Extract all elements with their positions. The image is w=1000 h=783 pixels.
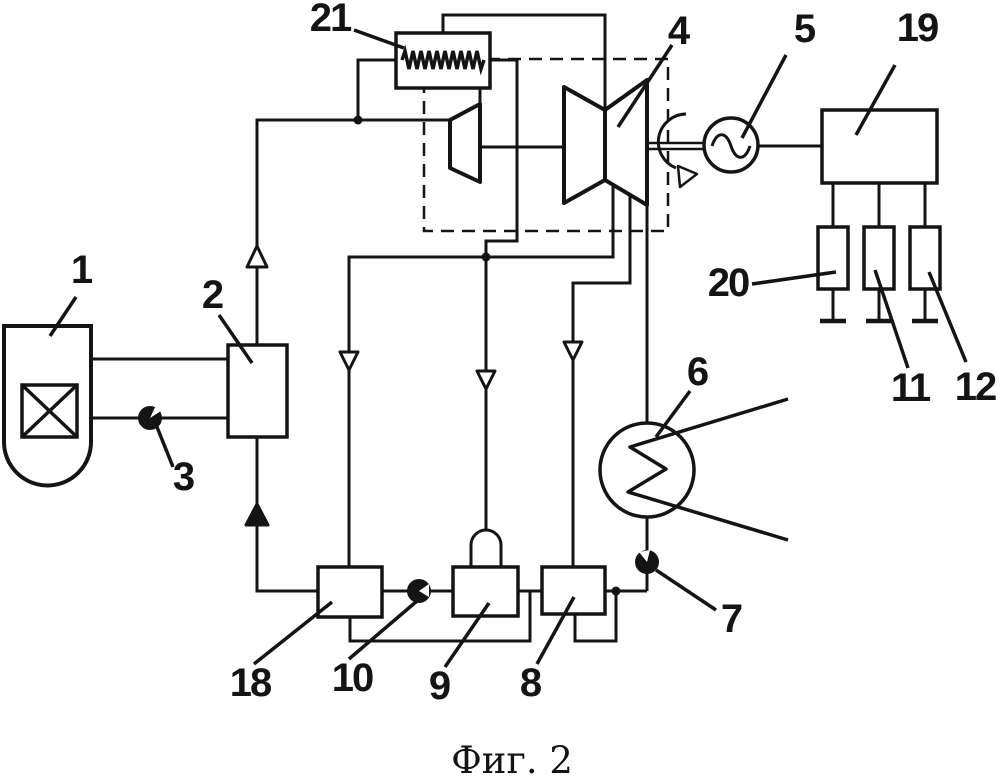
pipe-bypass-loop-2 (573, 591, 618, 643)
flow-arrows (244, 244, 584, 527)
leader-5 (740, 54, 788, 139)
arrow-down-hollow-left (338, 350, 360, 372)
label-20: 20 (708, 261, 749, 305)
arrow-up-solid-feed (244, 502, 270, 527)
label-10: 10 (332, 656, 373, 700)
dome-on-box-9 (469, 528, 503, 567)
junction-dot-feed-line (611, 586, 621, 596)
steam-generator-box (226, 343, 289, 439)
lp-turbine-right (603, 78, 649, 207)
leader-20 (751, 270, 837, 286)
leader-19 (854, 64, 897, 136)
pipe-right-extraction (571, 194, 632, 567)
valves (138, 405, 659, 603)
label-4: 4 (668, 9, 691, 53)
label-18: 18 (230, 661, 272, 705)
label-3: 3 (173, 455, 194, 499)
heat-exchanger-circle (598, 421, 696, 519)
label-19: 19 (897, 6, 938, 50)
lp-turbine-left (562, 85, 607, 205)
leader-4 (616, 44, 674, 128)
valve-3-notch (150, 405, 161, 418)
rotation-arrowhead-icon (676, 164, 699, 189)
leader-7 (655, 568, 717, 612)
label-9: 9 (429, 664, 450, 708)
label-6: 6 (687, 350, 708, 394)
label-7: 7 (721, 597, 742, 641)
arrow-up-hollow-riser (245, 244, 269, 269)
load-box-20 (816, 225, 850, 291)
label-5: 5 (794, 7, 816, 51)
leader-11 (873, 269, 910, 369)
switchgear-box (820, 108, 939, 185)
pipe-network (91, 13, 938, 643)
figure-caption: Фиг. 2 (451, 739, 573, 782)
arrow-down-hollow-right (562, 340, 584, 362)
leader-6 (654, 389, 692, 439)
turbine-dashed-enclosure (422, 57, 670, 233)
rotation-arc-icon (656, 112, 687, 170)
hp-turbine (448, 102, 482, 184)
heat-exchanger-zigzag-icon (626, 397, 789, 542)
pipe-middle-drain (484, 60, 519, 531)
equipment-box-18 (316, 565, 384, 619)
leader-9 (443, 602, 491, 668)
heater-coil-icon (400, 44, 486, 76)
leader-12 (927, 271, 968, 363)
label-11: 11 (891, 366, 931, 410)
leader-3 (155, 426, 175, 468)
leader-21 (353, 28, 405, 50)
leader-2 (217, 314, 254, 364)
label-8: 8 (520, 661, 542, 705)
label-2: 2 (202, 273, 223, 317)
load-box-12 (908, 225, 942, 291)
valve-7-notch (639, 550, 650, 562)
leader-18 (252, 600, 334, 666)
arrow-down-hollow-middle (475, 369, 497, 391)
valve-10-notch (419, 584, 429, 597)
pipe-extraction-header (347, 185, 615, 567)
core-cross-diagonal-2 (20, 383, 79, 439)
pipe-main-steam (255, 118, 450, 345)
pipe-overhead-reheat (441, 13, 607, 110)
leader-10 (347, 599, 419, 661)
junction-dot-header (481, 252, 491, 262)
sine-wave-icon (710, 133, 752, 159)
label-21: 21 (310, 0, 352, 40)
label-12: 12 (955, 365, 996, 409)
junction-dot-steam-tee (353, 115, 363, 125)
leader-8 (535, 596, 576, 665)
pipe-branch-to-reheater (356, 58, 396, 120)
equipment-box-8 (540, 565, 607, 616)
label-1: 1 (71, 248, 93, 292)
leader-lines (48, 28, 968, 668)
pipe-bypass-loop-1 (348, 591, 532, 643)
leader-1 (48, 296, 78, 337)
